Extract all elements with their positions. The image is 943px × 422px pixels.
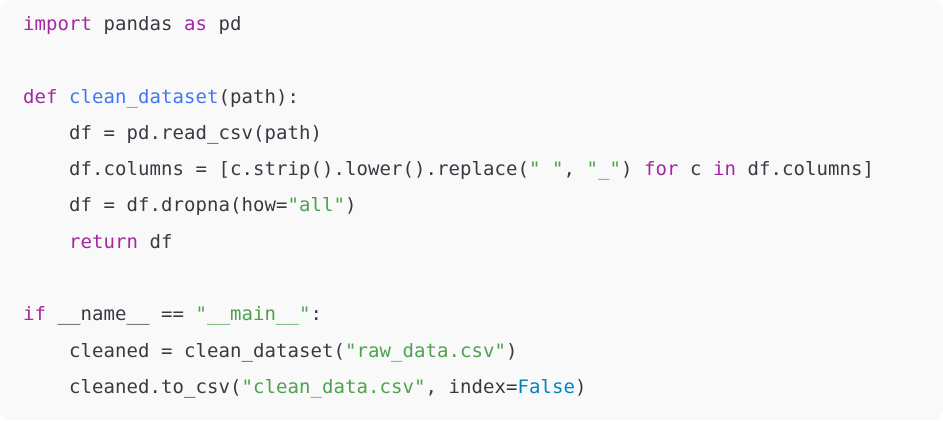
code-text: , index= [425,375,518,398]
code-line: cleaned.to_csv("clean_data.csv", index=F… [23,369,943,405]
code-string: "clean_data.csv" [241,375,426,398]
code-keyword: if [23,303,46,326]
code-text: , [563,158,587,181]
code-text: ) [344,194,357,217]
code-text: pd [207,13,242,35]
code-keyword: import [23,13,92,35]
code-line: df = df.dropna(how="all") [23,187,943,223]
code-string: "__main__" [195,303,311,326]
code-function-name: clean_dataset [69,85,219,108]
code-text [23,231,69,253]
code-keyword: in [712,158,736,181]
code-keyword: def [23,85,58,108]
code-text: __name__ == [46,303,196,326]
code-text: df = df.dropna(how= [23,194,288,217]
code-keyword: return [69,230,138,253]
code-string: "all" [287,194,345,217]
code-string: "_" [586,158,621,181]
code-line: if __name__ == "__main__": [23,296,943,332]
code-line [23,42,943,78]
code-string: "raw_data.csv" [344,339,506,362]
code-string: " " [528,158,564,181]
code-text: cleaned.to_csv( [23,375,242,398]
code-text: pandas [92,13,184,35]
code-text [58,86,70,108]
code-text: ) [620,158,644,181]
code-line: cleaned = clean_dataset("raw_data.csv") [23,333,943,369]
code-line: def clean_dataset(path): [23,79,943,115]
code-text: df [138,230,173,253]
code-literal: False [517,375,575,398]
code-text: cleaned = clean_dataset( [23,339,345,362]
code-text: df = pd.read_csv(path) [23,121,322,144]
code-line: df = pd.read_csv(path) [23,115,943,151]
code-keyword: for [643,158,679,181]
code-text: ) [505,339,518,362]
code-text: df.columns] [735,158,874,181]
code-text: : [310,303,322,326]
code-keyword: as [184,13,207,35]
code-text: c [678,158,713,181]
code-line: df.columns = [c.strip().lower().replace(… [23,151,943,187]
code-line [23,260,943,296]
code-text: (path): [218,85,299,108]
code-line: return df [23,224,943,260]
code-text: ) [574,375,587,398]
code-text: df.columns = [c.strip().lower().replace( [23,158,529,181]
code-content: import pandas as pd def clean_dataset(pat… [23,6,943,405]
code-line: import pandas as pd [23,6,943,42]
